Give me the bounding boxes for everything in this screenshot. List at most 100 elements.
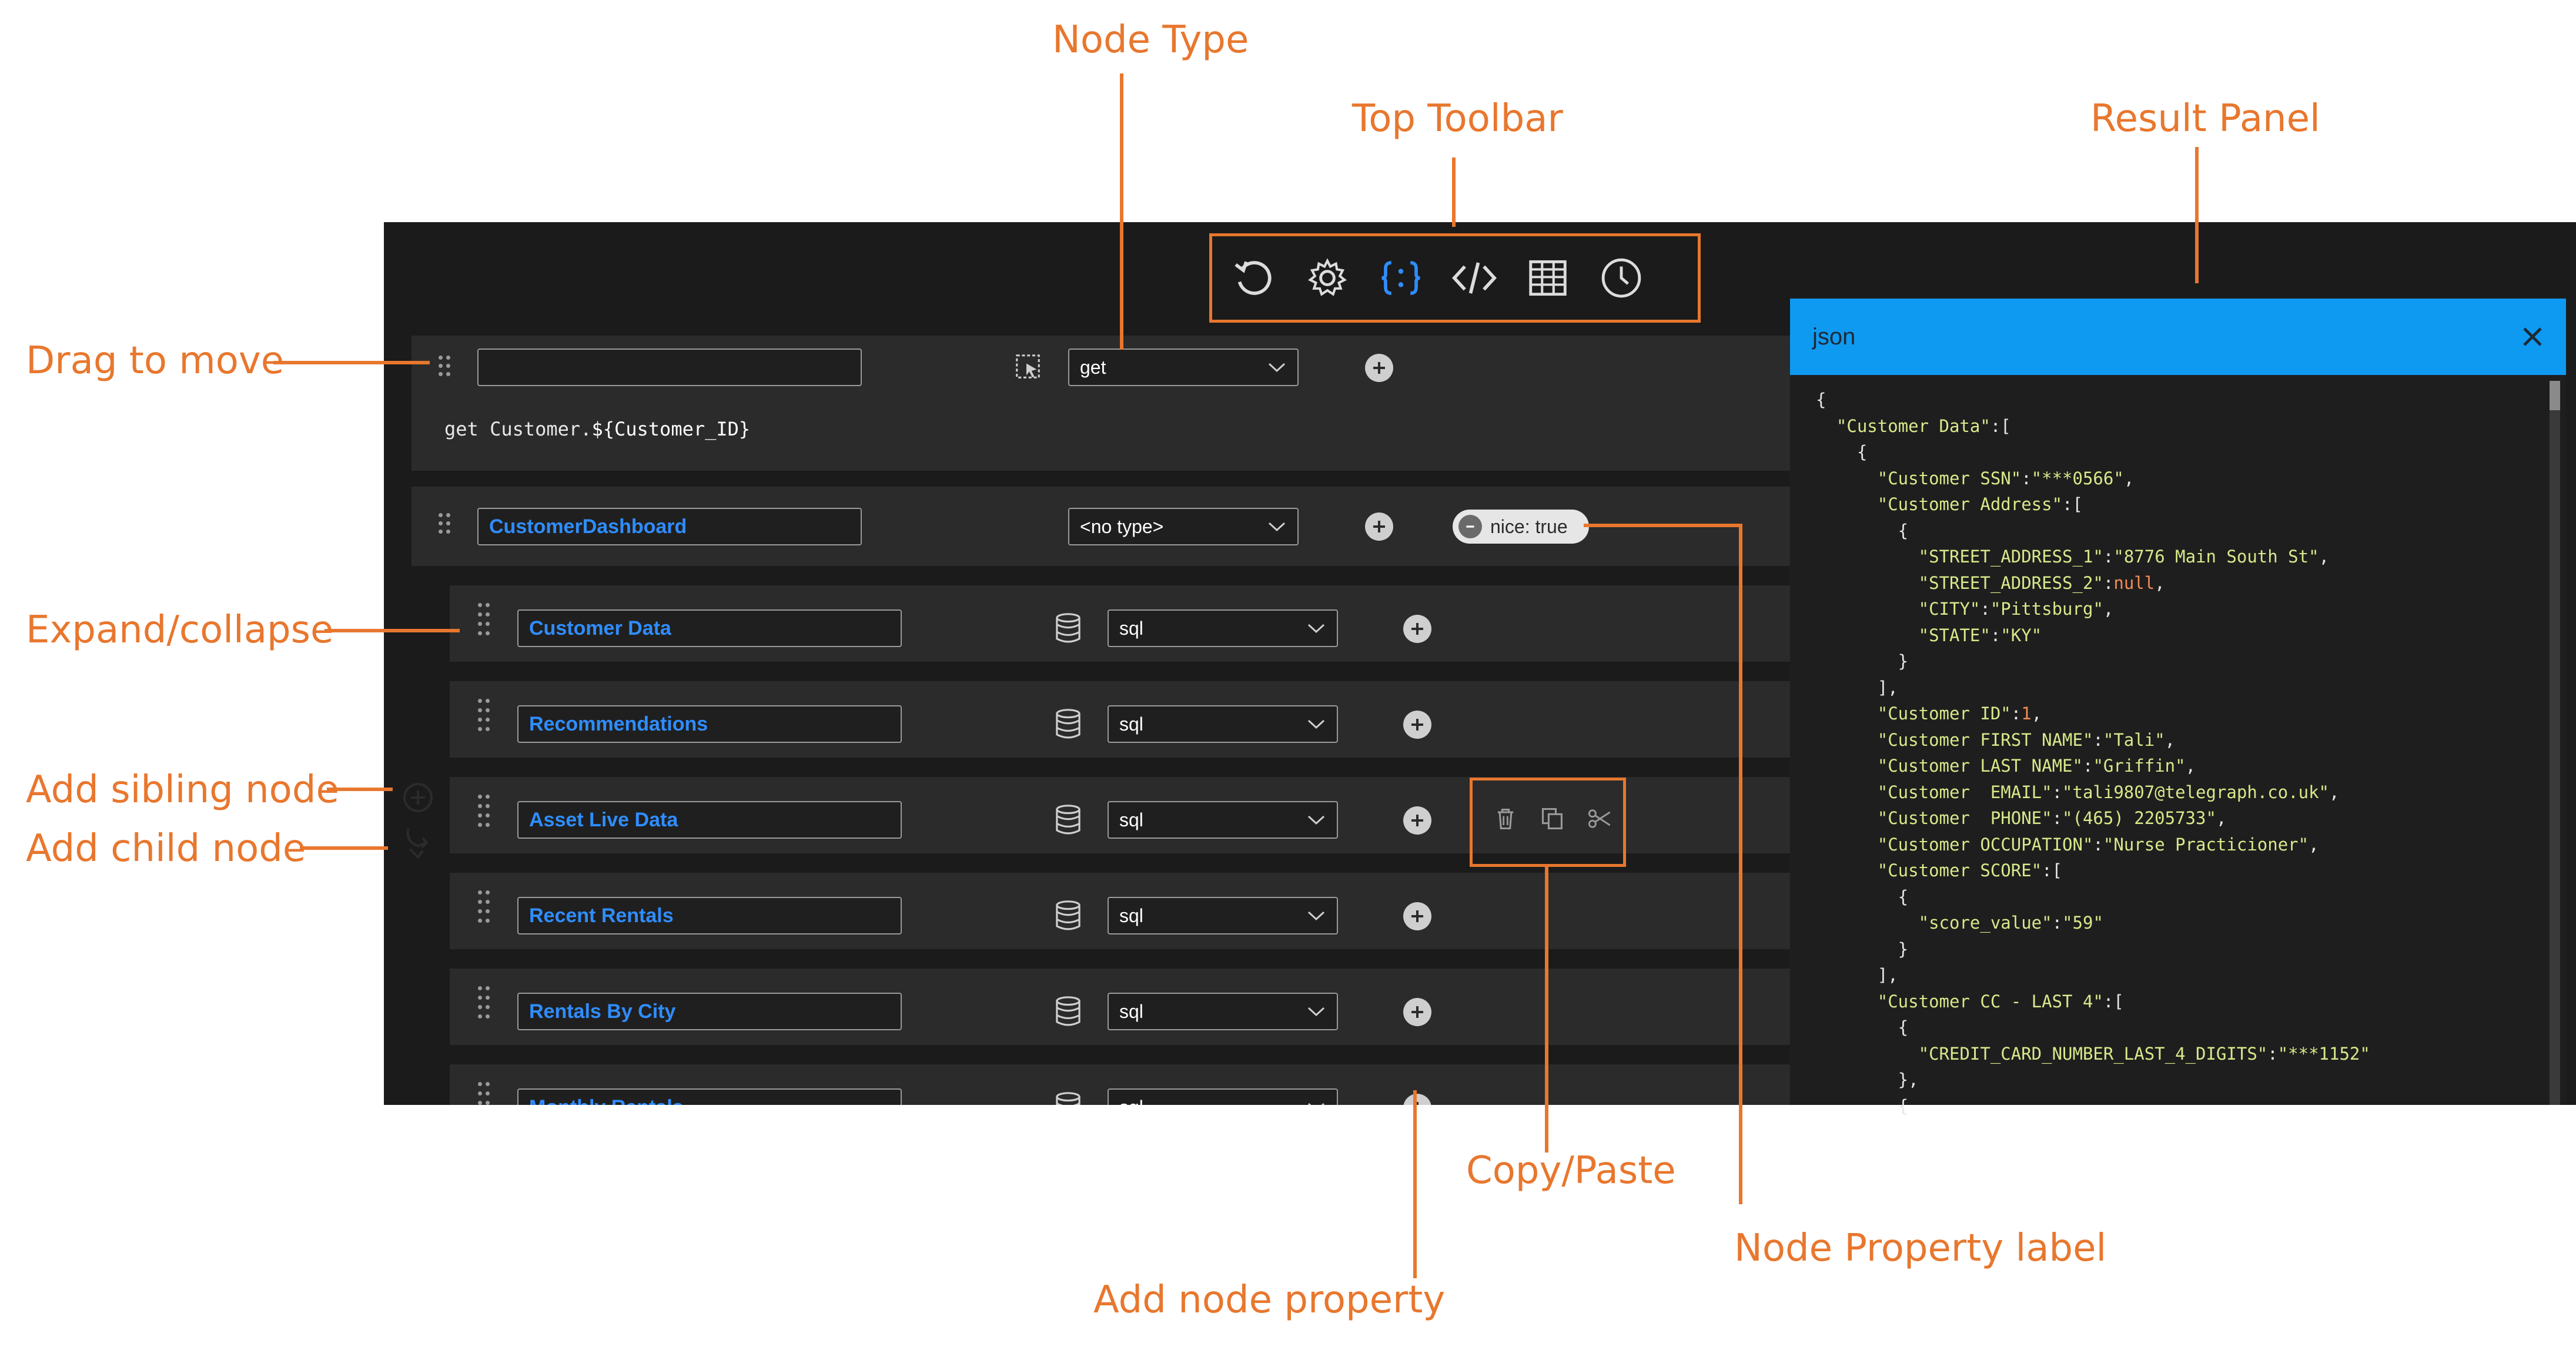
node-actions bbox=[1482, 795, 1623, 842]
database-icon bbox=[1056, 1092, 1080, 1105]
database-icon bbox=[1056, 900, 1080, 930]
node-type-select[interactable]: sql bbox=[1108, 897, 1338, 934]
add-property-button[interactable] bbox=[1403, 711, 1431, 739]
node-type-select[interactable]: get bbox=[1068, 349, 1299, 386]
add-circle-icon bbox=[403, 783, 433, 812]
child-node: Customer Data sql bbox=[450, 585, 1822, 662]
plus-icon bbox=[1411, 623, 1423, 635]
chevron-down-icon bbox=[1307, 815, 1325, 825]
node-name-input[interactable]: Recommendations bbox=[517, 705, 902, 743]
add-property-button[interactable] bbox=[1403, 1094, 1431, 1105]
chevron-down-icon bbox=[1307, 719, 1325, 729]
add-child-node-button[interactable] bbox=[402, 825, 434, 860]
node-name-input[interactable] bbox=[477, 349, 862, 386]
plus-icon bbox=[1373, 521, 1385, 532]
add-property-button[interactable] bbox=[1365, 354, 1393, 382]
node-type-value: get bbox=[1080, 356, 1106, 378]
node-name-input[interactable]: Rentals By City bbox=[517, 993, 902, 1030]
clock-icon[interactable] bbox=[1595, 252, 1648, 304]
remove-property-icon[interactable] bbox=[1458, 515, 1482, 538]
node-type-select[interactable]: sql bbox=[1108, 801, 1338, 839]
result-panel-title: json bbox=[1812, 323, 1856, 350]
node-property-label[interactable]: nice: true bbox=[1453, 510, 1589, 544]
drag-handle-icon[interactable] bbox=[439, 513, 451, 554]
query-variable: ${Customer_ID} bbox=[591, 418, 751, 440]
scroll-thumb[interactable] bbox=[2550, 381, 2560, 410]
add-property-button[interactable] bbox=[1403, 998, 1431, 1026]
expand-collapse-icon[interactable] bbox=[478, 1082, 491, 1105]
database-icon bbox=[1056, 709, 1080, 739]
callout-add-child-node: Add child node bbox=[26, 827, 306, 870]
expand-collapse-icon[interactable] bbox=[478, 890, 491, 932]
expand-collapse-icon[interactable] bbox=[478, 795, 491, 836]
child-node: Rentals By City sql bbox=[450, 969, 1822, 1045]
callout-expand-collapse: Expand/collapse bbox=[26, 608, 334, 652]
database-icon bbox=[1056, 805, 1080, 835]
node-type-select[interactable]: sql bbox=[1108, 705, 1338, 743]
json-output: { "Customer Data":[ { "Customer SSN":"**… bbox=[1816, 390, 2370, 1116]
expand-collapse-icon[interactable] bbox=[478, 986, 491, 1027]
expand-collapse-icon[interactable] bbox=[478, 603, 491, 644]
query-prefix: get Customer. bbox=[444, 418, 592, 440]
node-type-select[interactable]: sql bbox=[1108, 609, 1338, 647]
add-property-button[interactable] bbox=[1403, 902, 1431, 930]
callout-node-property-label: Node Property label bbox=[1734, 1227, 2107, 1270]
chevron-down-icon bbox=[1307, 1103, 1325, 1105]
callout-copy-paste: Copy/Paste bbox=[1466, 1149, 1676, 1192]
add-property-button[interactable] bbox=[1403, 615, 1431, 643]
drag-handle-icon[interactable] bbox=[439, 356, 451, 397]
callout-result-panel: Result Panel bbox=[2090, 97, 2320, 140]
child-node: Asset Live Data sql bbox=[450, 777, 1822, 853]
node-name-input[interactable]: Customer Data bbox=[517, 609, 902, 647]
callout-add-sibling-node: Add sibling node bbox=[26, 768, 339, 812]
chevron-down-icon bbox=[1268, 363, 1286, 373]
child-node: Monthly Rentals sql bbox=[450, 1064, 1822, 1105]
node-type-value: sql bbox=[1119, 1097, 1143, 1106]
node-name-input[interactable]: CustomerDashboard bbox=[477, 508, 862, 545]
close-icon[interactable] bbox=[2520, 324, 2545, 349]
add-child-icon bbox=[406, 828, 429, 859]
plus-icon bbox=[1416, 1102, 1419, 1105]
node-type-value: sql bbox=[1119, 809, 1143, 830]
add-sibling-node-button[interactable] bbox=[402, 782, 434, 813]
reset-icon[interactable] bbox=[1227, 252, 1280, 304]
copy-icon[interactable] bbox=[1540, 806, 1565, 832]
chevron-down-icon bbox=[1307, 624, 1325, 634]
settings-icon[interactable] bbox=[1301, 252, 1354, 304]
chevron-down-icon bbox=[1307, 911, 1325, 921]
cut-icon[interactable] bbox=[1587, 806, 1612, 832]
node-type-value: sql bbox=[1119, 713, 1143, 735]
query-text: get Customer.${Customer_ID} bbox=[444, 418, 750, 440]
table-icon[interactable] bbox=[1521, 252, 1574, 304]
add-property-button[interactable] bbox=[1403, 806, 1431, 835]
node-type-select[interactable]: sql bbox=[1108, 1088, 1338, 1105]
json-braces-icon[interactable] bbox=[1374, 252, 1427, 304]
expand-collapse-icon[interactable] bbox=[478, 699, 491, 740]
node-type-value: sql bbox=[1119, 1000, 1143, 1022]
plus-icon bbox=[1411, 719, 1423, 731]
child-node: Recent Rentals sql bbox=[450, 873, 1822, 949]
chevron-down-icon bbox=[1307, 1007, 1325, 1017]
database-icon bbox=[1056, 613, 1080, 643]
add-property-button[interactable] bbox=[1365, 512, 1393, 541]
child-node: Recommendations sql bbox=[450, 681, 1822, 758]
database-icon bbox=[1056, 996, 1080, 1026]
callout-add-node-property: Add node property bbox=[1093, 1278, 1446, 1322]
code-icon[interactable] bbox=[1448, 252, 1501, 304]
node-type-select[interactable]: sql bbox=[1108, 993, 1338, 1030]
node-type-value: sql bbox=[1119, 617, 1143, 639]
plus-icon bbox=[1411, 910, 1423, 922]
node-type-select[interactable]: <no type> bbox=[1068, 508, 1299, 545]
callout-top-toolbar: Top Toolbar bbox=[1352, 97, 1563, 140]
root-node: get get Customer.${Customer_ID} bbox=[412, 336, 1822, 471]
scrollbar[interactable] bbox=[2550, 381, 2560, 1105]
plus-icon bbox=[1411, 815, 1423, 826]
node-name-input[interactable]: Asset Live Data bbox=[517, 801, 902, 839]
delete-icon[interactable] bbox=[1493, 806, 1518, 832]
node-name-input[interactable]: Monthly Rentals bbox=[517, 1088, 902, 1105]
select-area-icon[interactable] bbox=[1015, 353, 1044, 383]
plus-icon bbox=[1373, 362, 1385, 374]
result-panel-header: json bbox=[1790, 299, 2566, 375]
node-type-value: <no type> bbox=[1080, 515, 1164, 537]
node-name-input[interactable]: Recent Rentals bbox=[517, 897, 902, 934]
